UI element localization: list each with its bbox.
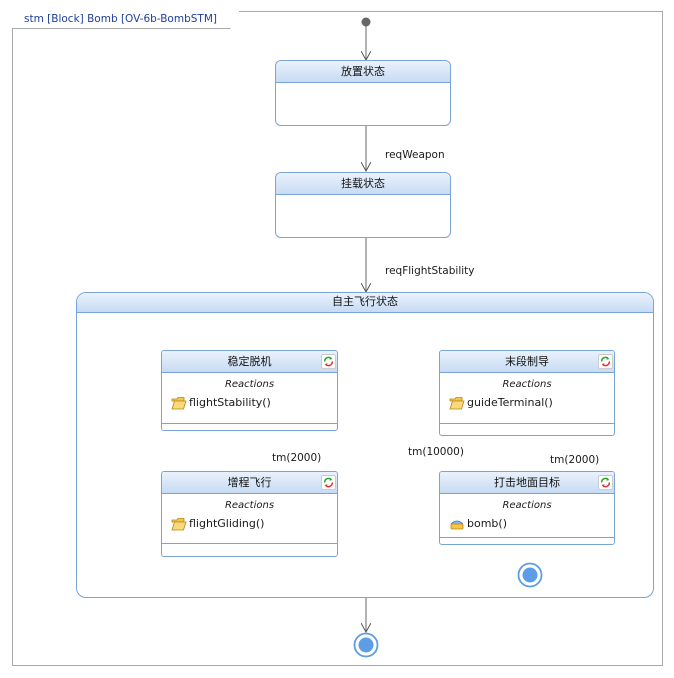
reaction-text: guideTerminal() <box>467 396 553 409</box>
compartment-divider <box>162 543 337 544</box>
operation-icon <box>450 520 464 530</box>
compartment-divider <box>440 537 614 538</box>
diagram-frame <box>12 11 663 666</box>
reaction-text: flightGliding() <box>189 517 265 530</box>
reactions-label: Reactions <box>224 500 275 511</box>
reaction-item[interactable]: guideTerminal() <box>440 393 614 413</box>
reactions-label: Reactions <box>502 379 552 390</box>
refresh-icon[interactable] <box>598 354 613 369</box>
reaction-text: bomb() <box>467 517 507 530</box>
label-tm-2000-a[interactable]: tm(2000) <box>272 452 322 464</box>
compartment-divider <box>440 423 614 424</box>
state-mounted[interactable]: 挂载状态 <box>275 172 451 238</box>
state-terminal-guidance[interactable]: 末段制导 Reactions guideTerminal() <box>439 350 615 436</box>
refresh-icon[interactable] <box>321 475 336 490</box>
reaction-item[interactable]: flightStability() <box>162 393 337 413</box>
state-mounted-name: 挂载状态 <box>276 173 450 195</box>
state-strike-name: 打击地面目标 <box>494 476 560 489</box>
reaction-item[interactable]: flightGliding() <box>162 514 337 534</box>
open-folder-icon <box>171 397 187 410</box>
reaction-text: flightStability() <box>189 396 271 409</box>
state-release[interactable]: 稳定脱机 Reactions flightStability() <box>161 350 338 431</box>
refresh-icon[interactable] <box>321 354 336 369</box>
state-terminal-name: 末段制导 <box>505 355 549 368</box>
reactions-label: Reactions <box>224 379 275 390</box>
state-placed[interactable]: 放置状态 <box>275 60 451 126</box>
reactions-label: Reactions <box>502 500 552 511</box>
compartment-divider <box>162 423 337 424</box>
state-release-name: 稳定脱机 <box>227 355 272 368</box>
initial-pseudostate <box>361 17 371 27</box>
state-glide[interactable]: 增程飞行 Reactions flightGliding() <box>161 471 338 557</box>
label-tm-2000-b[interactable]: tm(2000) <box>550 454 600 466</box>
label-tm-10000[interactable]: tm(10000) <box>408 446 464 458</box>
open-folder-icon <box>449 397 465 410</box>
state-glide-name: 增程飞行 <box>227 476 272 489</box>
state-placed-name: 放置状态 <box>276 61 450 83</box>
open-folder-icon <box>171 518 187 531</box>
reaction-item[interactable]: bomb() <box>440 514 614 534</box>
state-autonomous-name: 自主飞行状态 <box>77 293 653 313</box>
state-strike-target[interactable]: 打击地面目标 Reactions bomb() <box>439 471 615 545</box>
label-req-weapon[interactable]: reqWeapon <box>385 149 445 161</box>
frame-title[interactable]: stm [Block] Bomb [OV-6b-BombSTM] <box>12 11 239 29</box>
label-req-flight-stability[interactable]: reqFlightStability <box>385 265 475 277</box>
refresh-icon[interactable] <box>598 475 613 490</box>
